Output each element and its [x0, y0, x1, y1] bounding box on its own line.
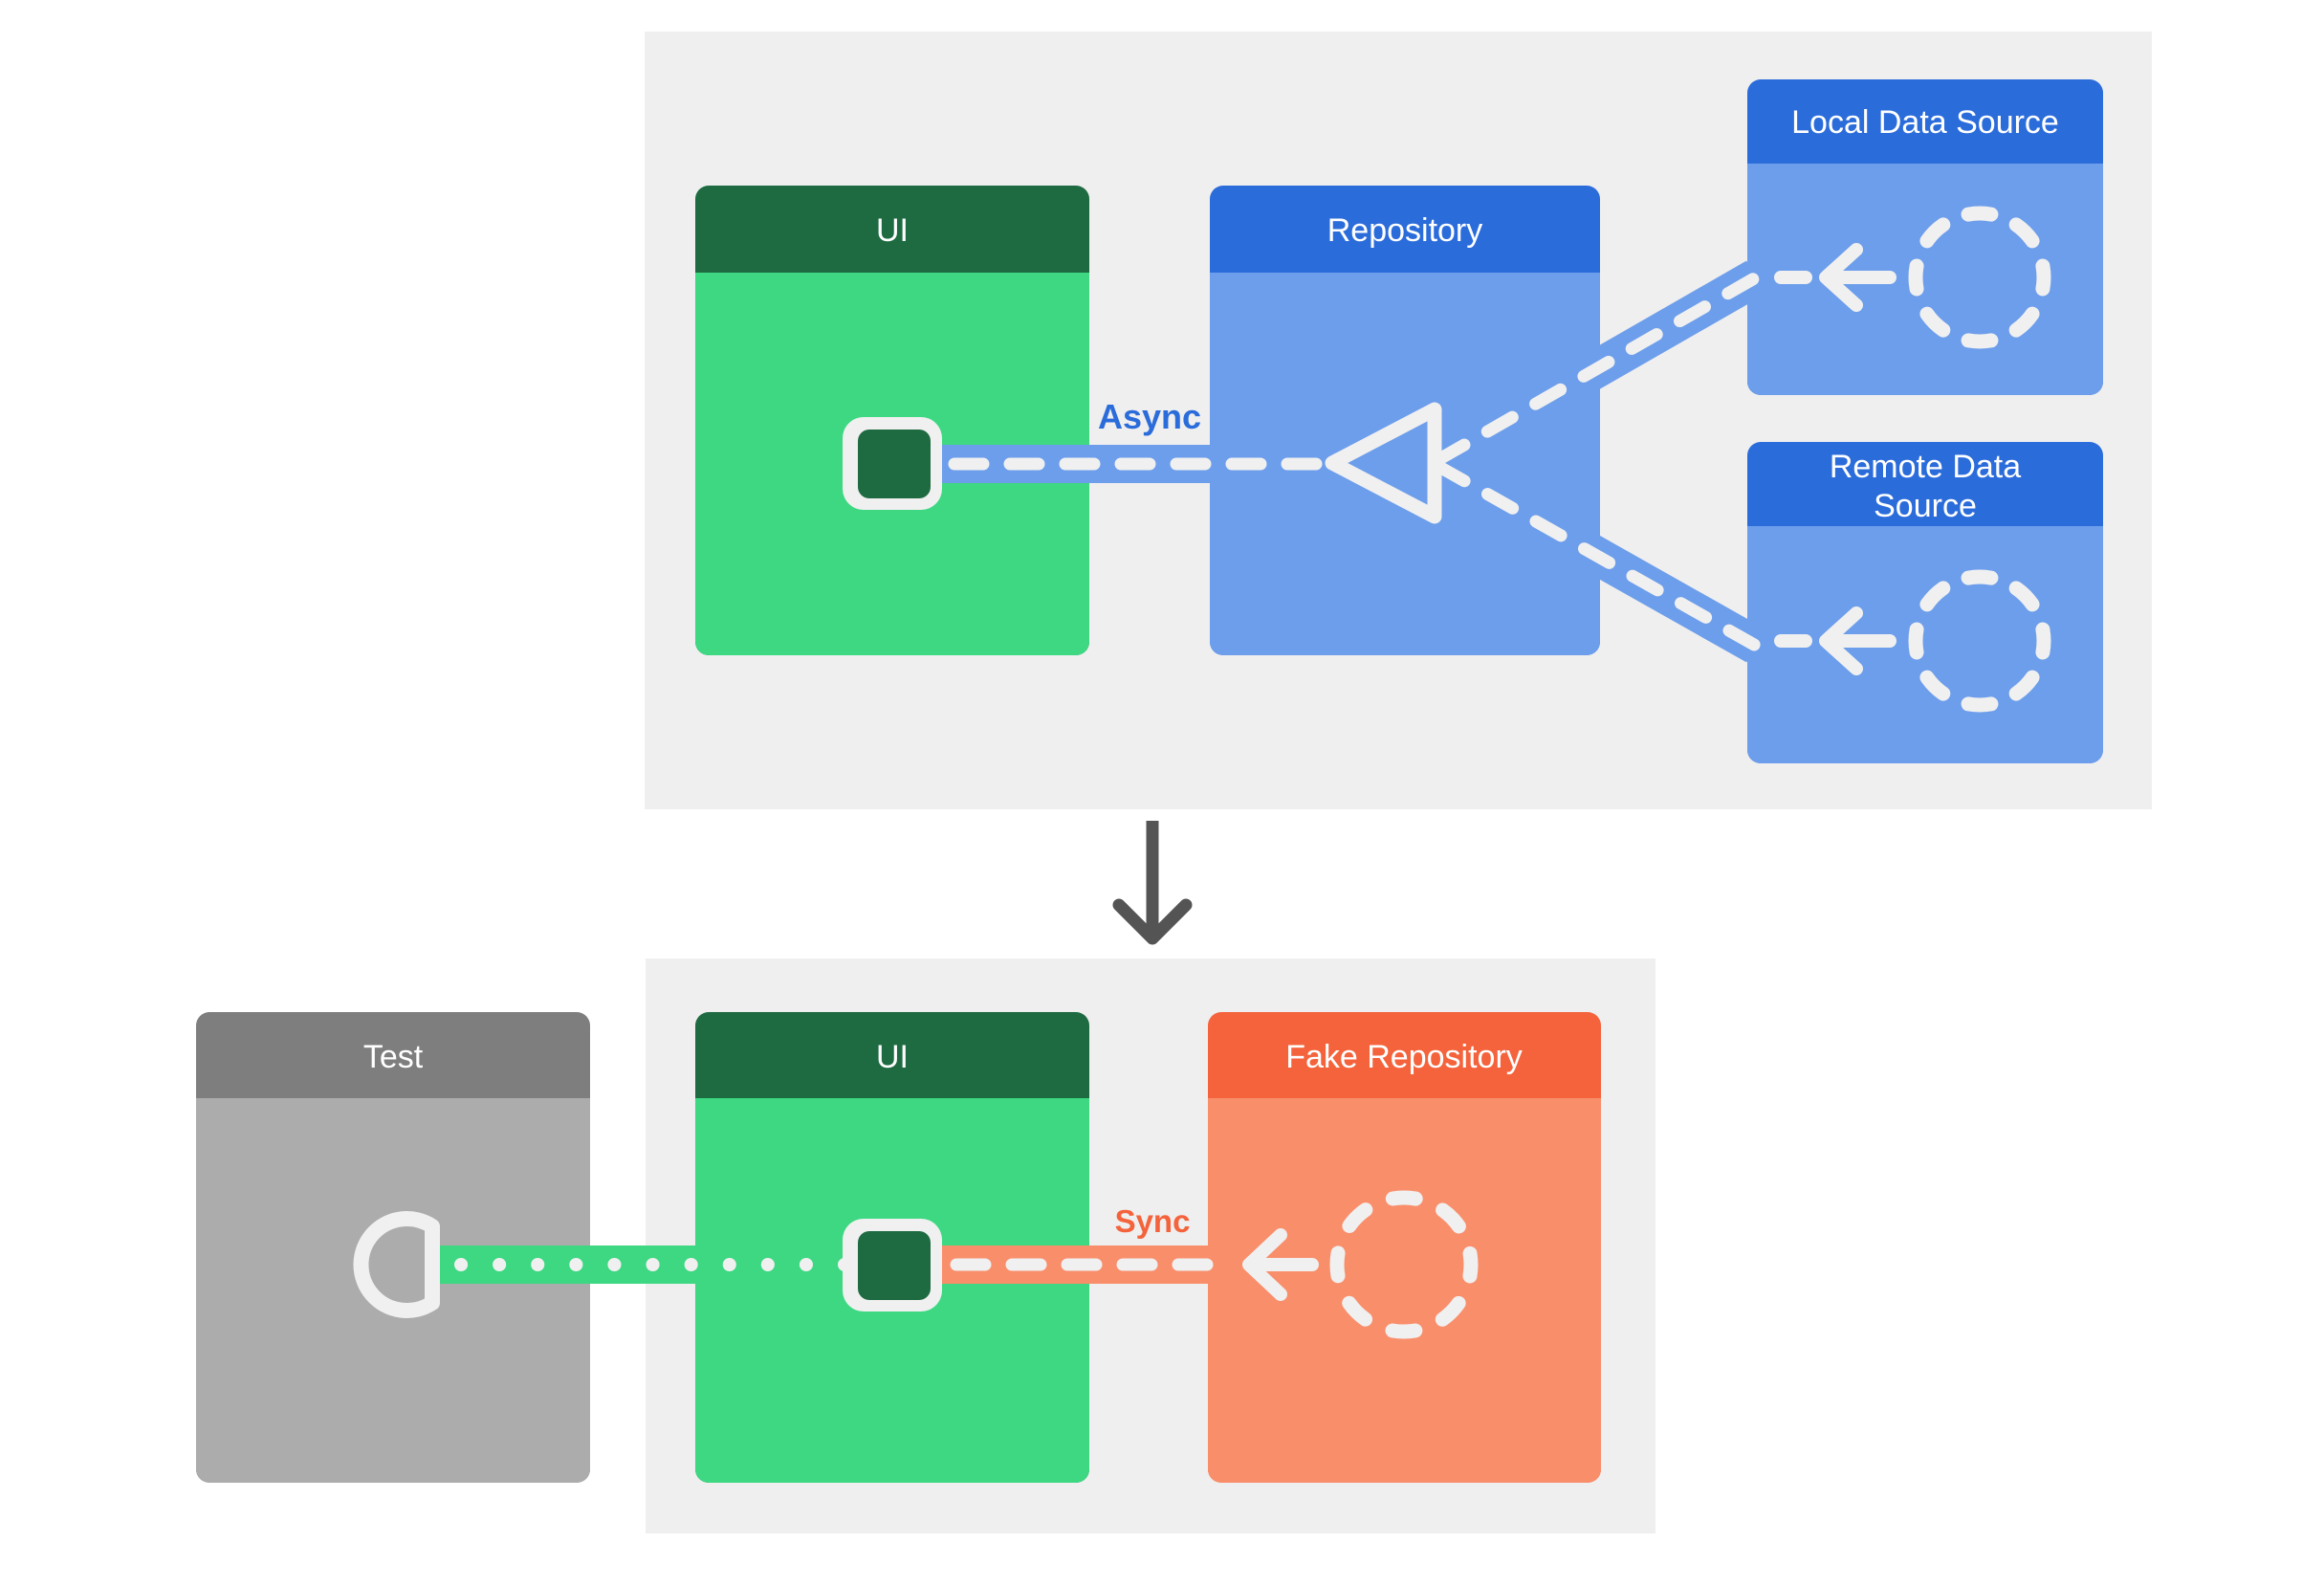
repository-box-title: Repository [1327, 212, 1483, 249]
remote-data-source-title-line2: Source [1874, 488, 1977, 524]
fake-repository-title: Fake Repository [1285, 1039, 1523, 1075]
sync-label: Sync [1115, 1203, 1191, 1239]
local-left-arrow-icon [1774, 243, 1896, 312]
remote-dashed-flow-line [1433, 460, 1763, 652]
test-ui-band [435, 1245, 894, 1284]
consumer-triangle-icon [1325, 402, 1442, 524]
local-data-source-title: Local Data Source [1791, 104, 2059, 141]
local-data-source-circle-icon [1908, 206, 2051, 349]
ui-box-test-title: UI [876, 1039, 909, 1075]
remote-data-source-title-line1: Remote Data [1830, 449, 2021, 485]
fake-repository-box: Fake Repository [1208, 1012, 1601, 1483]
remote-left-arrow-icon [1774, 606, 1896, 675]
down-arrow-icon [1112, 821, 1193, 945]
local-dashed-flow-line [1433, 271, 1763, 466]
ui-box-title: UI [876, 212, 909, 249]
fake-repository-left-arrow-icon [1242, 1228, 1319, 1301]
async-label: Async [1098, 397, 1201, 436]
remote-data-source-circle-icon [1908, 569, 2051, 713]
test-box-title: Test [363, 1039, 424, 1075]
ui-module-connector-icon [843, 417, 942, 510]
fake-repository-circle-icon [1329, 1190, 1479, 1339]
test-socket-icon [353, 1211, 440, 1318]
ui-module-connector-test-icon [843, 1219, 942, 1311]
test-box: Test [196, 1012, 590, 1483]
